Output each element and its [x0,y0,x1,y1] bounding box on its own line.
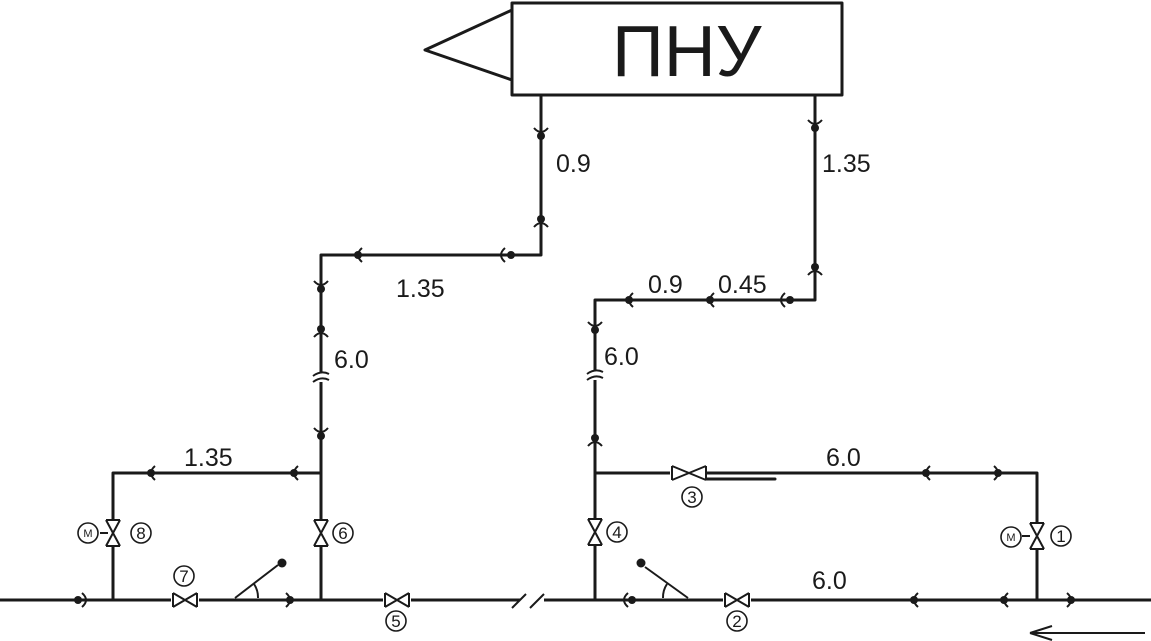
joint-markers [74,119,1075,608]
valve-2: 2 [723,592,751,632]
check-valves [234,558,689,599]
valve-number: 5 [391,612,400,631]
joint-marker [533,127,549,140]
joint-marker [533,215,549,228]
joint-marker [706,292,715,308]
segment-label: 0.45 [718,271,767,299]
pump-unit-box [510,1,844,97]
left-bypass-pipe [111,471,323,602]
joint-marker [587,434,603,447]
valve-number-ring [173,565,195,587]
motor-label: М [83,528,92,540]
valve-number: 4 [612,523,621,542]
segment-labels: 0.9 1.35 1.35 0.9 0.45 6.0 6.0 1.35 6.0 … [184,150,871,595]
valve-number: 3 [687,488,696,507]
joint-marker [285,592,294,608]
segment-label: 6.0 [826,444,861,472]
check-valve-left [234,558,287,599]
joint-marker [780,292,794,308]
joint-marker [1066,592,1075,608]
joint-marker [313,280,329,293]
joint-marker [807,263,823,276]
segment-label: 0.9 [556,150,591,178]
joint-marker [587,321,603,334]
valve-number: 8 [136,524,145,543]
left-route-pipe [319,93,543,602]
valve-number-ring [130,522,152,544]
valve-number: 6 [338,524,347,543]
valve-number: 1 [1056,527,1065,546]
valve-4: 4 [586,518,628,546]
motor-label: М [1006,532,1015,544]
joint-marker [290,465,299,481]
joint-marker [147,465,156,481]
valve-number-ring [681,486,703,508]
valve-3: 3 [670,464,707,508]
segment-label: 0.9 [648,271,683,299]
joint-marker [922,465,931,481]
joint-marker [910,592,919,608]
segment-label: 6.0 [604,343,639,371]
check-valve-right [636,558,689,599]
right-route-pipe [593,93,817,602]
joint-marker [807,119,823,132]
break-marks [312,369,604,609]
joint-marker [500,247,515,263]
valve-number-ring [606,521,628,543]
joint-marker [1000,592,1009,608]
left-riser-break [312,371,330,383]
segment-label: 1.35 [822,150,871,178]
joint-marker [313,325,329,338]
main-line-break [511,593,545,609]
motor-drive-icon [77,522,99,544]
valve-1: М 1 [1000,522,1072,550]
valve-number-ring [1050,525,1072,547]
valve-number: 7 [179,567,188,586]
right-riser-break [586,369,604,381]
valve-number-ring [332,522,354,544]
pipes [0,93,1151,602]
joint-marker [354,247,363,263]
valve-6: 6 [312,519,354,547]
valve-number-ring [726,610,748,632]
valve-number-ring [385,610,407,632]
flow-direction-arrow-icon [1029,625,1145,641]
valves: М 8 6 4 М 1 [77,464,1072,632]
valve-5: 5 [383,592,411,632]
joint-marker [313,427,329,440]
joint-marker [625,292,634,308]
joint-marker [74,592,87,608]
pump-unit-title: ПНУ [612,12,763,92]
segment-label: 6.0 [334,346,369,374]
pump-unit-nozzle [423,8,514,82]
segment-label: 1.35 [396,275,445,303]
segment-label: 1.35 [184,444,233,472]
valve-7: 7 [171,565,199,608]
joint-marker [993,465,1002,481]
valve-8: М 8 [77,519,152,547]
segment-label: 6.0 [812,567,847,595]
motor-drive-icon [1000,526,1022,548]
pump-unit: ПНУ [423,1,844,97]
valve-number: 2 [732,612,741,631]
right-bypass-pipe [593,471,1039,602]
joint-marker [623,592,636,608]
